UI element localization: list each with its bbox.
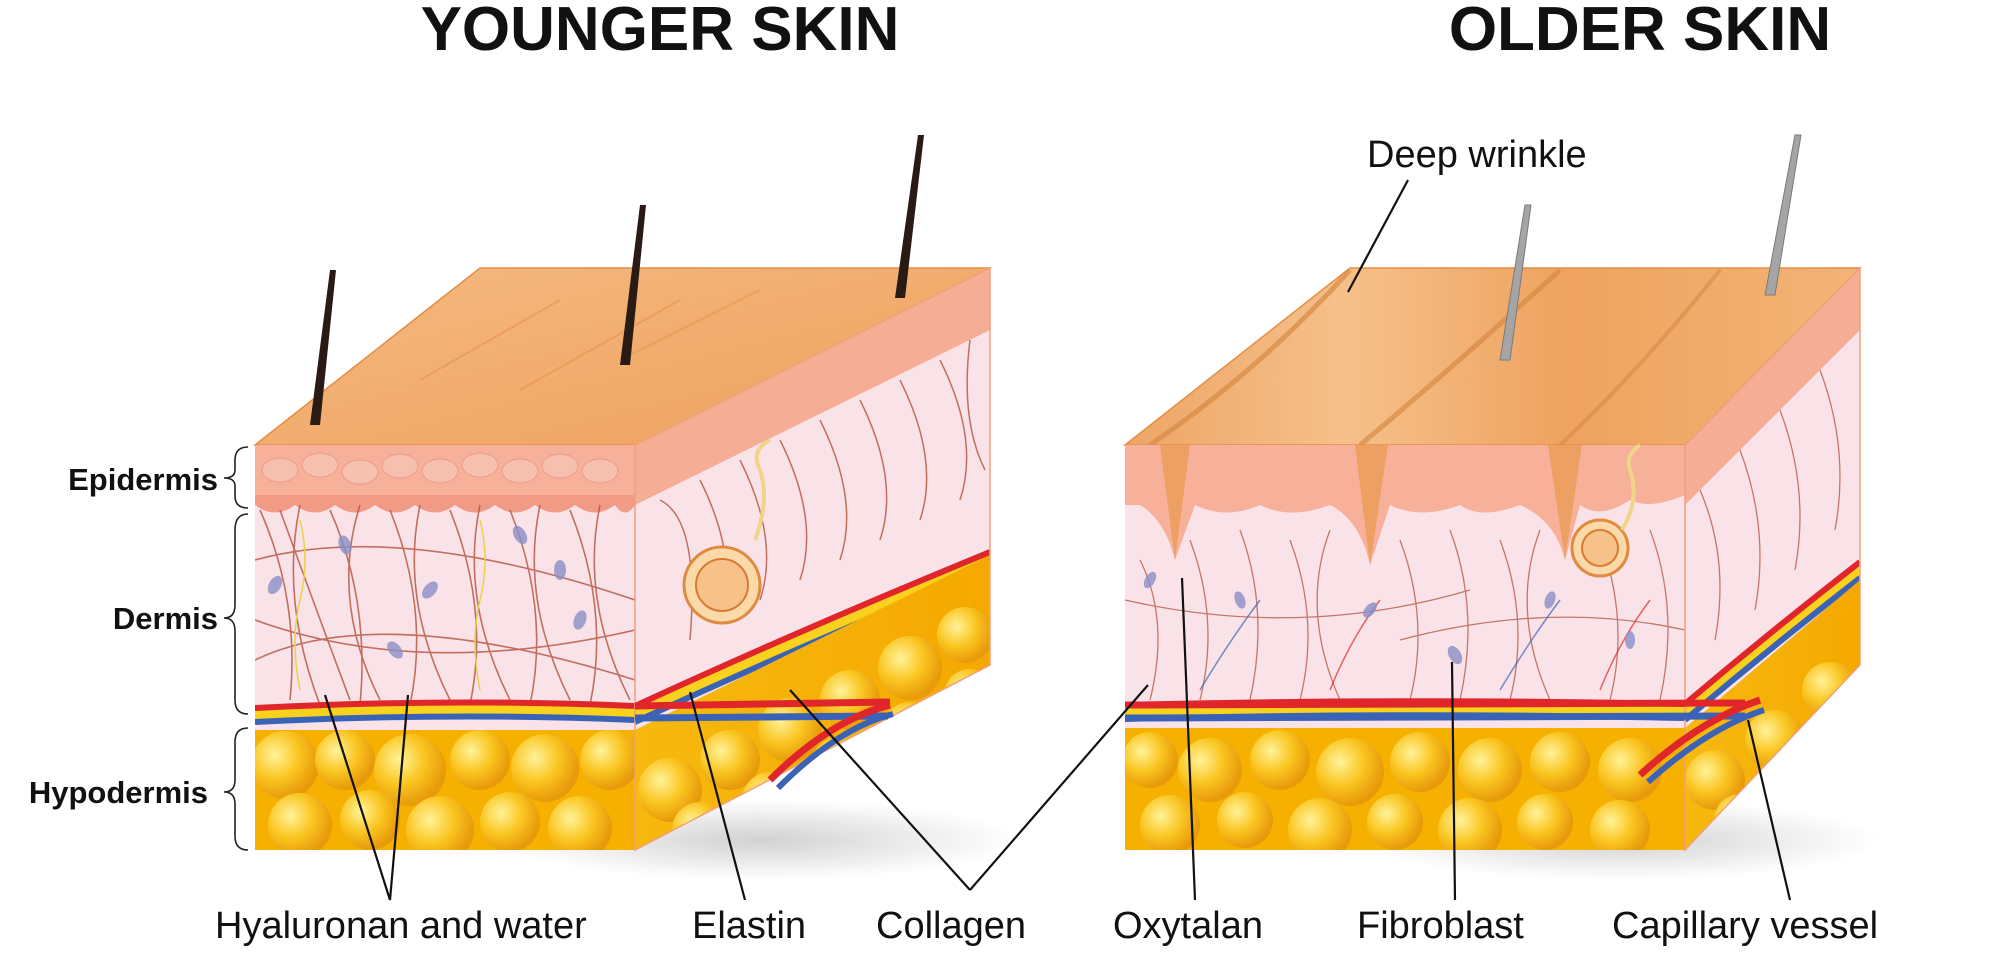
older-fibroblasts (1143, 571, 1635, 665)
younger-gland (682, 438, 771, 625)
layer-braces (223, 446, 249, 851)
younger-collagen-fibers (255, 504, 635, 706)
younger-skin-block (252, 135, 1020, 880)
younger-fibroblasts (267, 525, 587, 659)
collagen-label: Collagen (876, 905, 1026, 947)
hypodermis-label: Hypodermis (29, 775, 208, 810)
younger-skin-title: YOUNGER SKIN (421, 0, 900, 64)
fibroblast-label: Fibroblast (1357, 905, 1524, 947)
leader-lines (323, 179, 1792, 901)
older-gland (1570, 443, 1642, 578)
elastin-label: Elastin (692, 905, 806, 947)
epidermis-label: Epidermis (68, 462, 218, 497)
older-skin-block (1122, 134, 1880, 880)
older-epidermis-layer (1125, 445, 1685, 565)
younger-artery (255, 699, 635, 711)
dermis-label: Dermis (113, 601, 218, 636)
younger-hairs (310, 135, 924, 425)
older-skin-title: OLDER SKIN (1449, 0, 1831, 64)
oxytalan-label: Oxytalan (1113, 905, 1263, 947)
deep-wrinkle-label: Deep wrinkle (1367, 134, 1587, 176)
hyaluronan-label: Hyaluronan and water (215, 905, 587, 947)
younger-vein (255, 713, 635, 725)
capillary-vessel-label: Capillary vessel (1612, 905, 1878, 947)
older-hairs (1499, 134, 1802, 361)
